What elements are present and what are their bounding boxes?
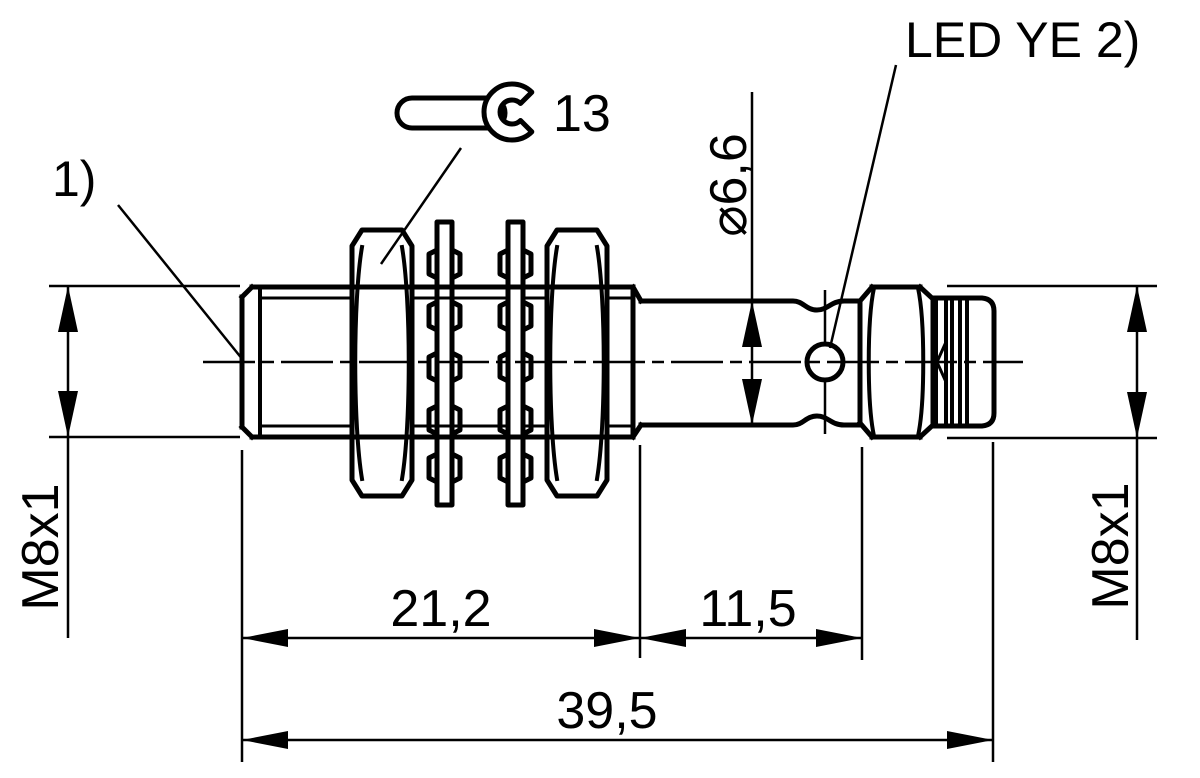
lock-washer-1 [426,219,463,508]
lock-washer-2 [497,219,534,508]
note-1-label: 1) [52,151,96,207]
annotations: 1) 13 LED YE 2) ⌀6,6 M8x1 M8x1 21,2 11,5… [12,12,1140,740]
length-total-label: 39,5 [556,682,657,740]
dimension-diameter-6-6 [742,92,762,425]
dimension-left-m8 [49,284,240,638]
thread-connector-label: M8x1 [1082,482,1140,609]
wrench-icon [394,81,535,143]
dimension-lengths [240,442,995,762]
leader-note-1 [117,204,244,361]
length-rear-label: 11,5 [699,580,796,638]
led-label: LED YE 2) [905,12,1140,68]
threaded-barrel [238,283,645,441]
sensor-body [203,219,1023,508]
leader-lines [117,64,898,361]
dimension-right-m8 [947,284,1157,640]
leader-led [828,64,898,349]
wrench-size-label: 13 [553,85,611,143]
leader-wrench [379,147,463,265]
length-front-label: 21,2 [390,580,491,638]
diameter-label: ⌀6,6 [700,133,758,237]
thread-front-label: M8x1 [12,483,70,610]
rear-body [638,298,863,428]
